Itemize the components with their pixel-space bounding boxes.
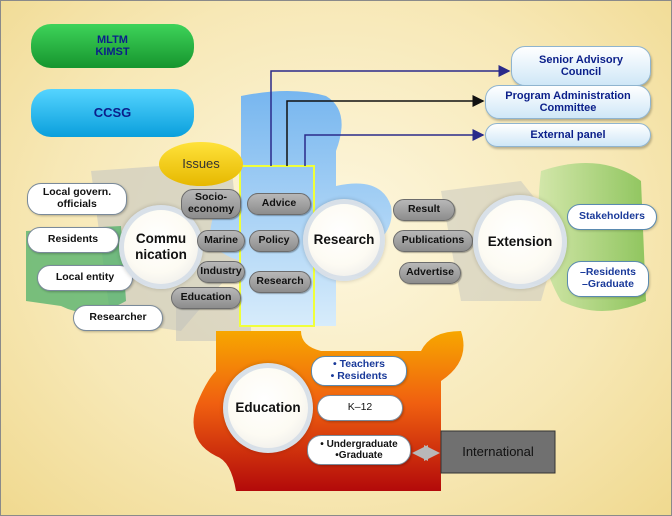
topic-industry: Industry xyxy=(197,261,245,283)
extension-groups: –Residents –Graduate xyxy=(567,261,649,297)
arrow-external-panel xyxy=(304,129,485,166)
mltm-shape xyxy=(31,24,194,68)
program-k12: K–12 xyxy=(317,395,403,421)
output-publications: Publications xyxy=(393,230,473,252)
arrow-program-admin xyxy=(286,95,485,166)
international-label: International xyxy=(462,443,534,459)
topic-education: Education xyxy=(171,287,241,309)
extension-stakeholders: Stakeholders xyxy=(567,204,657,230)
audience-local-entity: Local entity xyxy=(37,265,133,291)
program-administration-committee: Program Administration Committee xyxy=(485,85,651,119)
education-circle: Education xyxy=(223,363,313,453)
issues-shape xyxy=(159,142,243,186)
output-result: Result xyxy=(393,199,455,221)
audience-researcher: Researcher xyxy=(73,305,163,331)
role-policy: Policy xyxy=(249,230,299,252)
international-shape xyxy=(440,430,556,474)
role-advice: Advice xyxy=(247,193,311,215)
extension-circle: Extension xyxy=(473,195,567,289)
audience-residents: Residents xyxy=(27,227,119,253)
ccsg-shape xyxy=(31,89,194,137)
issues-label: Issues xyxy=(182,155,220,171)
senior-advisory-council: Senior Advisory Council xyxy=(511,46,651,86)
external-panel: External panel xyxy=(485,123,651,147)
topic-marine: Marine xyxy=(197,230,245,252)
program-undergraduate-graduate: • Undergraduate •Graduate xyxy=(307,435,411,465)
audience-local-government: Local govern. officials xyxy=(27,183,127,215)
role-research: Research xyxy=(249,271,311,293)
communication-circle: Commu nication xyxy=(119,205,203,289)
program-teachers-residents: • Teachers • Residents xyxy=(311,356,407,386)
research-circle: Research xyxy=(303,199,385,281)
ccsg-label: CCSG xyxy=(93,104,132,120)
topic-socio-economy: Socio- economy xyxy=(181,189,241,219)
mltm-kimst-label: MLTM KIMST xyxy=(95,33,130,58)
arrow-senior-advisory xyxy=(270,65,511,166)
output-advertise: Advertise xyxy=(399,262,461,284)
